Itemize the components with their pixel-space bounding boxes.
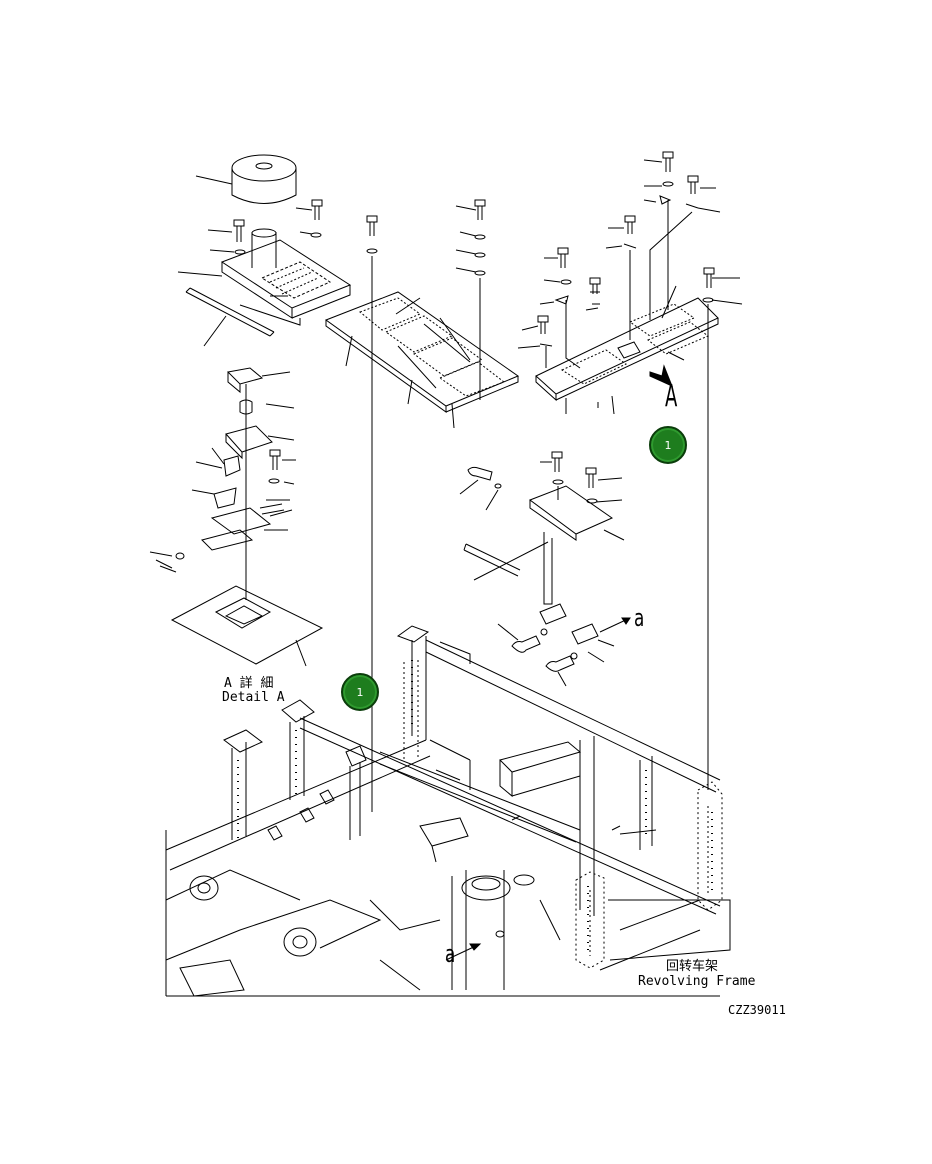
drawing-code: CZZ39011 <box>728 1003 786 1017</box>
view-a-marker: A <box>665 379 678 414</box>
callout-1-bottom[interactable]: 1 <box>341 673 379 711</box>
revolving-frame <box>165 625 731 997</box>
floor-plate-right <box>517 151 743 790</box>
detail-a-label-en: Detail A <box>222 690 285 705</box>
floor-plate-center <box>324 199 520 812</box>
callout-1-top[interactable]: 1 <box>649 426 687 464</box>
frame-label-en: Revolving Frame <box>638 974 756 989</box>
detail-a-assembly <box>149 367 324 667</box>
air-cleaner-assembly <box>177 154 352 347</box>
frame-label-jp: 回转车架 <box>666 959 719 974</box>
bracket-assembly <box>459 451 631 687</box>
arrow-a-marker-top: a <box>634 604 645 632</box>
arrow-a-marker-bottom: a <box>445 940 456 968</box>
detail-a-label-jp: A 詳 細 <box>224 676 274 691</box>
